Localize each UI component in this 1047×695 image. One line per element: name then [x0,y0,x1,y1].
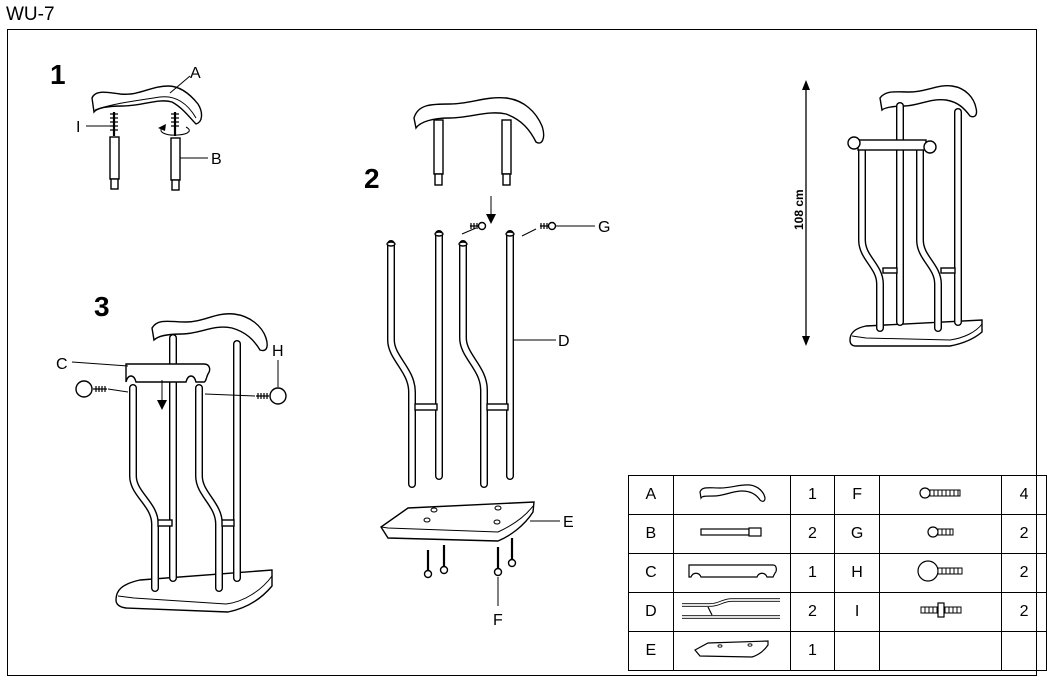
down-arrow-icon-step2 [486,214,496,224]
label-a-step1: A [190,65,201,82]
table-row: C 1 H 2 [628,553,1047,593]
empty-cell [1001,631,1047,671]
label-b-step1: B [211,151,222,168]
dowel-screw-i [110,112,118,136]
part-qty: 2 [789,514,836,554]
headrest-part-a [91,85,203,125]
part-letter: B [628,514,674,554]
long-screw-icon [878,475,1003,515]
part-letter: D [628,592,674,632]
part-letter: G [834,514,880,554]
label-c-step3: C [56,356,68,373]
double-screw-icon [878,592,1003,632]
empty-cell [878,631,1003,671]
part-qty: 4 [1001,475,1047,515]
part-qty: 2 [1001,514,1047,554]
assembled-valet-step3 [115,313,273,613]
down-arrow-icon-step3 [157,400,167,410]
dowel-rod-b-left [109,136,120,190]
dowel-rod-b-right [170,137,181,191]
crossbar-icon [672,553,791,593]
label-d-step2: D [558,333,570,350]
knob-h-right [256,387,287,405]
part-qty: 1 [789,631,836,671]
step-2-number: 2 [364,163,380,194]
part-letter: F [834,475,880,515]
model-title: WU-7 [6,4,55,25]
base-plate-e [380,501,535,542]
frame-tubes-d [386,230,515,488]
part-qty: 1 [789,553,836,593]
table-row: E 1 [628,631,1047,671]
dowel-screw-right [171,112,179,136]
short-screw-icon [878,514,1003,554]
drawing-frame [7,29,1037,676]
screw-g-right [540,221,557,231]
part-letter: H [834,553,880,593]
part-qty: 2 [1001,553,1047,593]
label-h-step3: H [272,343,284,360]
headrest-assembly-step2 [413,96,545,186]
base-plate-icon [672,631,791,671]
part-letter: C [628,553,674,593]
part-qty: 2 [1001,592,1047,632]
parts-table: A 1 F 4 B 2 G 2 C 1 H 2 D [628,475,1047,671]
height-label: 108 cm [792,189,806,230]
frame-tube-icon [672,592,791,632]
knob-icon [878,553,1003,593]
label-f-step2: F [493,612,503,629]
knob-h-left [75,380,107,398]
empty-cell [834,631,880,671]
headrest-icon [672,475,791,515]
part-letter: E [628,631,674,671]
screw-g-left [470,221,487,231]
label-e-step2: E [563,514,574,531]
step-1-number: 1 [50,59,66,90]
crossbar-c [125,363,211,383]
part-qty: 1 [789,475,836,515]
part-letter: I [834,592,880,632]
finished-valet [847,84,983,347]
part-letter: A [628,475,674,515]
table-row: D 2 I 2 [628,592,1047,632]
rotate-arrow-icon [160,126,190,136]
table-row: B 2 G 2 [628,514,1047,554]
part-qty: 2 [789,592,836,632]
label-i-step1: I [76,119,80,136]
table-row: A 1 F 4 [628,475,1047,515]
step-3-number: 3 [94,291,110,322]
screws-f [423,538,517,579]
dowel-rod-icon [672,514,791,554]
label-g-step2: G [598,219,610,236]
